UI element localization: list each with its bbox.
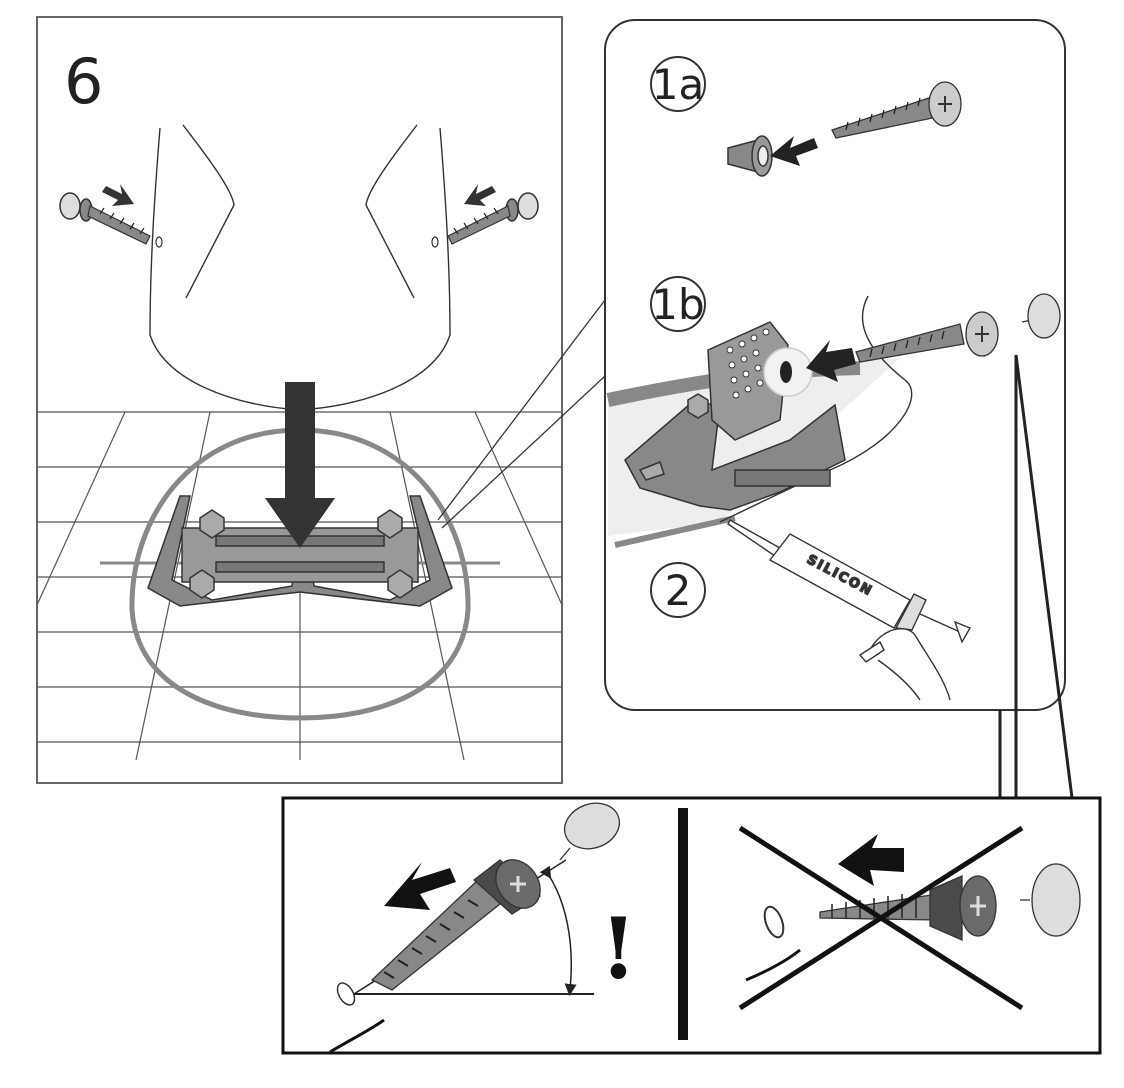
screw-icon-right (431, 192, 539, 248)
washer-icon (763, 347, 813, 397)
screw-icon (855, 311, 999, 363)
cross-out-icon (738, 825, 1024, 1011)
screw-icon-left (59, 192, 163, 248)
incorrect-method (738, 825, 1081, 1011)
toilet-footprint (129, 427, 471, 721)
correct-method: ! (329, 802, 637, 1054)
step-panel: 6 (36, 16, 563, 784)
arrow-icon (770, 136, 818, 166)
arrow-icon (384, 862, 456, 910)
detail-panel: 1a 1b (604, 19, 1066, 711)
cap-icon (1021, 293, 1061, 339)
warning-panel: ! (281, 796, 1102, 1055)
warning-mark: ! (600, 899, 637, 998)
screw-icon (370, 859, 542, 991)
screw-icon (819, 875, 997, 941)
callout-lines (437, 299, 606, 529)
label-1a: 1a (652, 60, 704, 109)
arrow-icon (464, 184, 496, 206)
arrow-icon (838, 834, 904, 886)
label-1b: 1b (651, 280, 704, 329)
silicone-gun-icon: SILICON (727, 519, 972, 701)
cap-icon (559, 802, 621, 861)
mounting-bracket-icon (147, 495, 453, 607)
arrow-icon (265, 382, 335, 548)
step-number: 6 (64, 45, 103, 118)
screw-icon (831, 81, 962, 139)
mounting-bracket-icon (624, 321, 846, 511)
cap-icon (1020, 863, 1081, 937)
arrow-icon (102, 184, 134, 206)
label-2: 2 (665, 566, 692, 615)
arrow-icon (806, 340, 856, 382)
